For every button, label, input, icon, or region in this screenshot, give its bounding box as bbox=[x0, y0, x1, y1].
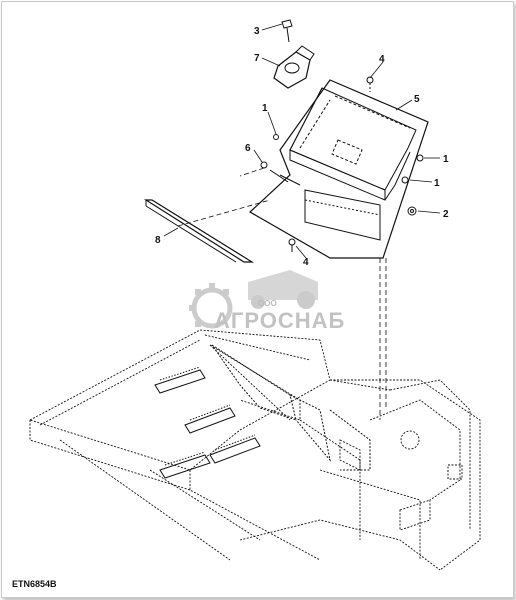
callout-4-lower: 4 bbox=[303, 257, 309, 268]
callout-3: 3 bbox=[254, 26, 260, 37]
callout-5: 5 bbox=[414, 94, 420, 105]
callout-1-left: 1 bbox=[262, 103, 268, 114]
frame-slots bbox=[154, 366, 261, 479]
cover-plate-5 bbox=[248, 79, 429, 259]
center-mount-plate bbox=[211, 344, 371, 471]
gear-teeth-icon bbox=[189, 283, 229, 327]
strip-8 bbox=[143, 199, 255, 263]
bolt-3 bbox=[281, 19, 293, 43]
callout-1-right-upper: 1 bbox=[443, 154, 449, 165]
alignment-lines bbox=[177, 167, 387, 420]
watermark-name: АГРОСНАБ bbox=[214, 308, 345, 333]
fasteners bbox=[260, 76, 424, 252]
callout-7: 7 bbox=[254, 53, 260, 64]
leader-lines bbox=[163, 23, 441, 259]
callout-6: 6 bbox=[245, 143, 251, 154]
callout-8: 8 bbox=[155, 235, 161, 246]
figure-code: ETN6854B bbox=[12, 579, 57, 589]
watermark-prefix: ООО bbox=[258, 299, 277, 308]
callout-2: 2 bbox=[443, 209, 449, 220]
callout-1-right-lower: 1 bbox=[434, 178, 440, 189]
machine-frame bbox=[28, 329, 481, 571]
tractor-logo-icon bbox=[248, 270, 318, 309]
watermark: ООО АГРОСНАБ bbox=[189, 270, 345, 333]
callout-labels: 3 7 4 5 1 6 1 1 2 8 4 bbox=[155, 26, 449, 268]
bracket-7 bbox=[273, 45, 315, 89]
callout-4-upper: 4 bbox=[379, 54, 385, 65]
